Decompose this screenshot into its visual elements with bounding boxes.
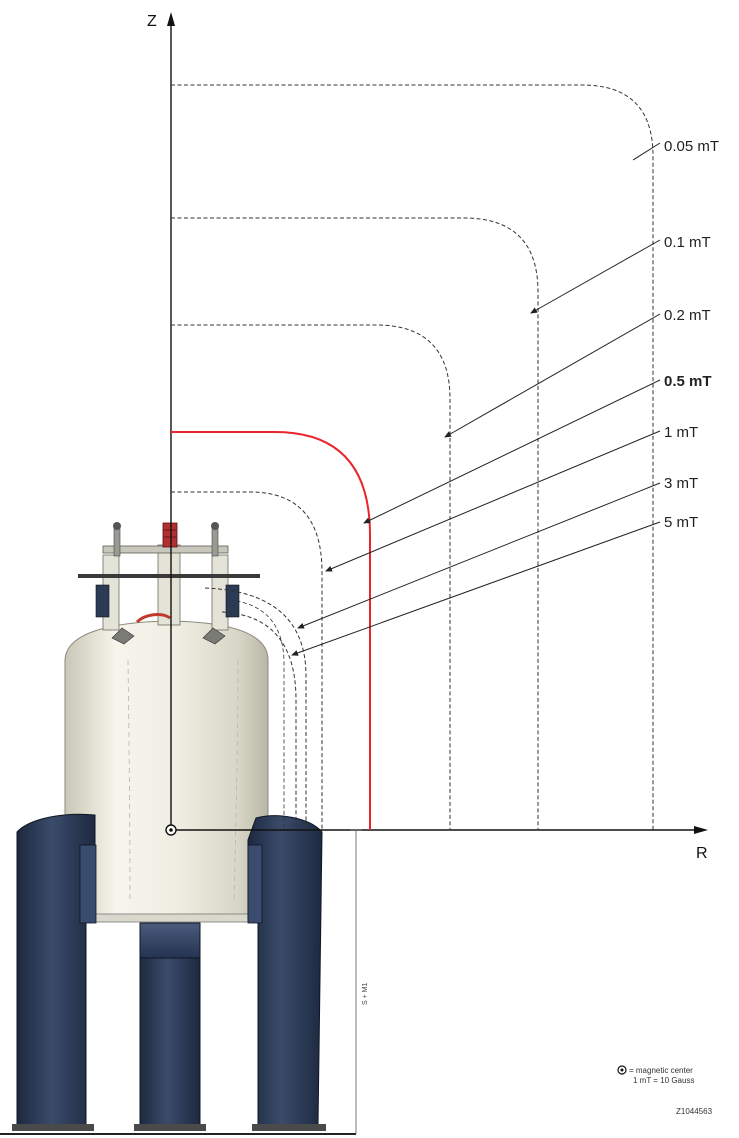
z-axis-label: Z [147,13,157,30]
label-1mT: 1 mT [664,424,698,441]
label-0.5mT: 0.5 mT [664,373,712,390]
contour-3mT [204,587,307,830]
contour-0.1mT [171,217,539,830]
legend: = magnetic center 1 mT = 10 Gauss Z10445… [617,1065,713,1116]
center-port [162,522,178,548]
axes: Z R [147,12,708,862]
legend-line-1: = magnetic center [629,1066,693,1075]
contour-1mT [171,491,323,830]
magnet [0,522,356,1135]
field-contours [171,84,654,830]
magnet-legs [0,813,356,1135]
leader-lines [291,142,661,656]
contour-0.05mT [171,84,654,830]
contour-5mT [221,611,297,830]
r-axis-label: R [696,845,708,862]
label-0.2mT: 0.2 mT [664,307,711,324]
label-0.1mT: 0.1 mT [664,234,711,251]
label-5mT: 5 mT [664,514,698,531]
height-dimension: S + M1 [350,829,369,1134]
label-3mT: 3 mT [664,475,698,492]
legend-line-2: 1 mT = 10 Gauss [633,1076,694,1085]
drawing-id: Z1044563 [676,1107,713,1116]
contour-labels: 0.05 mT 0.1 mT 0.2 mT 0.5 mT 1 mT 3 mT 5… [664,138,719,531]
magnetic-center-marker [165,824,177,836]
magnet-base-plate [85,913,249,923]
dimension-label: S + M1 [362,983,369,1005]
label-0.05mT: 0.05 mT [664,138,719,155]
